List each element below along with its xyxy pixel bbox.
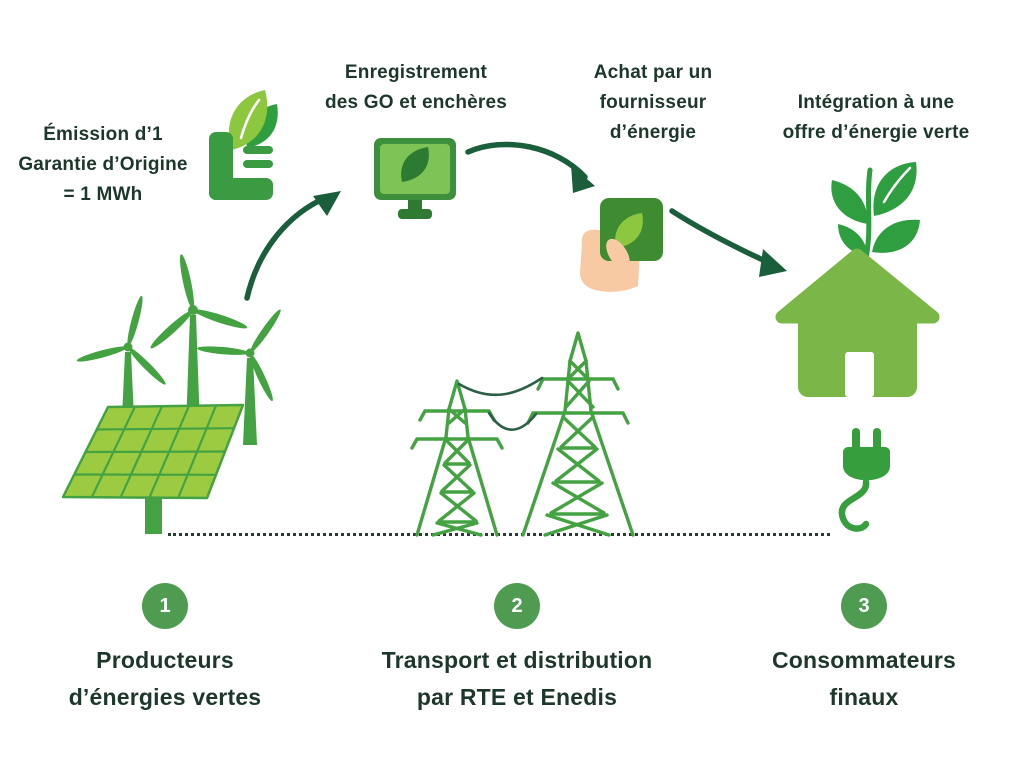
plant-leaf-icon xyxy=(831,180,868,224)
house-door xyxy=(845,352,874,397)
wind-solar-icon xyxy=(61,254,281,534)
thumb-icon xyxy=(606,238,630,270)
step-producers: 1 Producteurs d’énergies vertes xyxy=(15,583,315,716)
hand-card-leaf-icon xyxy=(580,198,663,292)
plant-leaf-icon xyxy=(838,224,868,256)
pylon-wires xyxy=(457,376,544,431)
step-label: Transport et distribution par RTE et Ene… xyxy=(381,647,653,710)
step-consumers: 3 Consommateurs finaux xyxy=(714,583,1014,716)
flow-arrow-icon xyxy=(244,191,341,301)
flow-arrow-icon xyxy=(669,208,787,277)
step-transport: 2 Transport et distribution par RTE et E… xyxy=(341,583,693,716)
step-number-badge: 1 xyxy=(142,583,188,629)
caption-registration: Enregistrement des GO et enchères xyxy=(324,62,508,113)
monitor-leaf-icon xyxy=(374,138,456,219)
panel-grid xyxy=(73,404,236,499)
caption-integration: Intégration à une offre d’énergie verte xyxy=(782,92,970,143)
plant-leaf-icon xyxy=(872,219,920,253)
step-label: Consommateurs finaux xyxy=(771,647,957,710)
screen-leaf-icon xyxy=(401,147,429,182)
house-roof xyxy=(775,248,940,324)
caption-emission: Émission d’1 Garantie d’Origine = 1 MWh xyxy=(18,124,188,205)
plug-cord-icon xyxy=(838,478,870,532)
card-leaf-icon xyxy=(615,213,643,248)
step-label: Producteurs d’énergies vertes xyxy=(68,647,262,710)
ground-dotted-line xyxy=(168,533,830,536)
caption-purchase: Achat par un fournisseur d’énergie xyxy=(593,62,713,143)
flow-arrow-icon xyxy=(465,141,595,193)
plug-icon xyxy=(838,428,890,532)
step-number-badge: 2 xyxy=(494,583,540,629)
step-number-badge: 3 xyxy=(841,583,887,629)
house-plant-icon xyxy=(775,162,940,397)
certificate-leaf-icon xyxy=(209,90,278,200)
plant-stem-icon xyxy=(863,167,873,261)
